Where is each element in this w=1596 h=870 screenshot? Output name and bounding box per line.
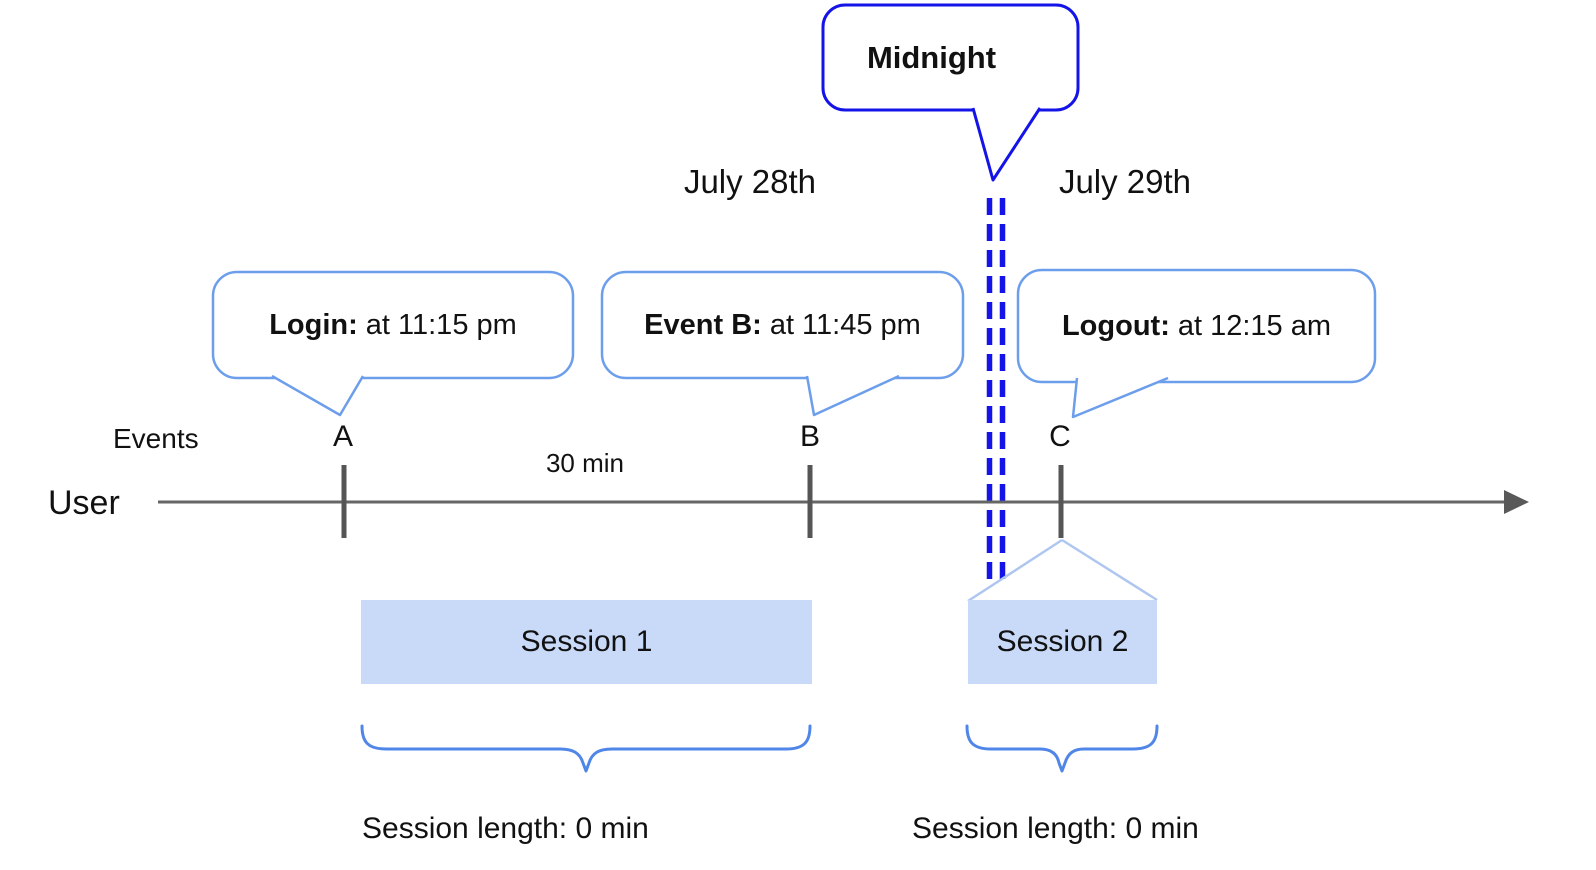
session2-fan-line-left [967,538,1063,603]
event-b-callout-tail [805,374,900,417]
session1-brace [360,724,812,773]
session2-fan-line-right [1061,538,1158,602]
midnight-callout-tail [971,107,1042,182]
user-row-label: User [48,484,120,522]
event-b-callout-bubble [600,270,965,380]
date-july-29: July 29th [1058,163,1192,200]
session2-box: Session 2 [968,600,1157,684]
midnight-callout-bubble [821,3,1080,112]
event-b-callout-time: at 11:45 pm [769,308,921,341]
timeline-arrowhead-icon [1504,490,1529,514]
login-callout-bubble [211,270,575,380]
interval-30min-label: 30 min [545,448,625,478]
login-callout-label: Login: at 11:15 pm [213,272,573,378]
date-july-28: July 28th [683,163,817,200]
logout-callout-label-bold: Logout: [1061,309,1170,342]
logout-callout-time: at 12:15 am [1177,309,1332,342]
logout-callout-bubble [1016,268,1377,384]
session1-box: Session 1 [361,600,812,684]
event-b-callout-label: Event B: at 11:45 pm [602,272,963,378]
session1-label: Session 1 [520,625,653,658]
logout-callout-tail [1071,376,1169,419]
session2-brace [965,724,1159,773]
event-c-label: C [1049,420,1071,453]
session2-length-label: Session length: 0 min [912,812,1199,845]
login-callout-label-bold: Login: [269,308,358,341]
login-callout-tail [271,374,365,417]
login-callout-time: at 11:15 pm [365,308,517,341]
event-b-label: B [799,420,820,453]
midnight-callout-label: Midnight [866,39,997,75]
event-a-label: A [332,420,353,453]
session1-length-label: Session length: 0 min [362,812,649,845]
logout-callout-label: Logout: at 12:15 am [1018,270,1375,382]
event-b-callout-label-bold: Event B: [644,308,762,341]
events-row-label: Events [113,423,199,454]
session2-label: Session 2 [996,625,1129,658]
